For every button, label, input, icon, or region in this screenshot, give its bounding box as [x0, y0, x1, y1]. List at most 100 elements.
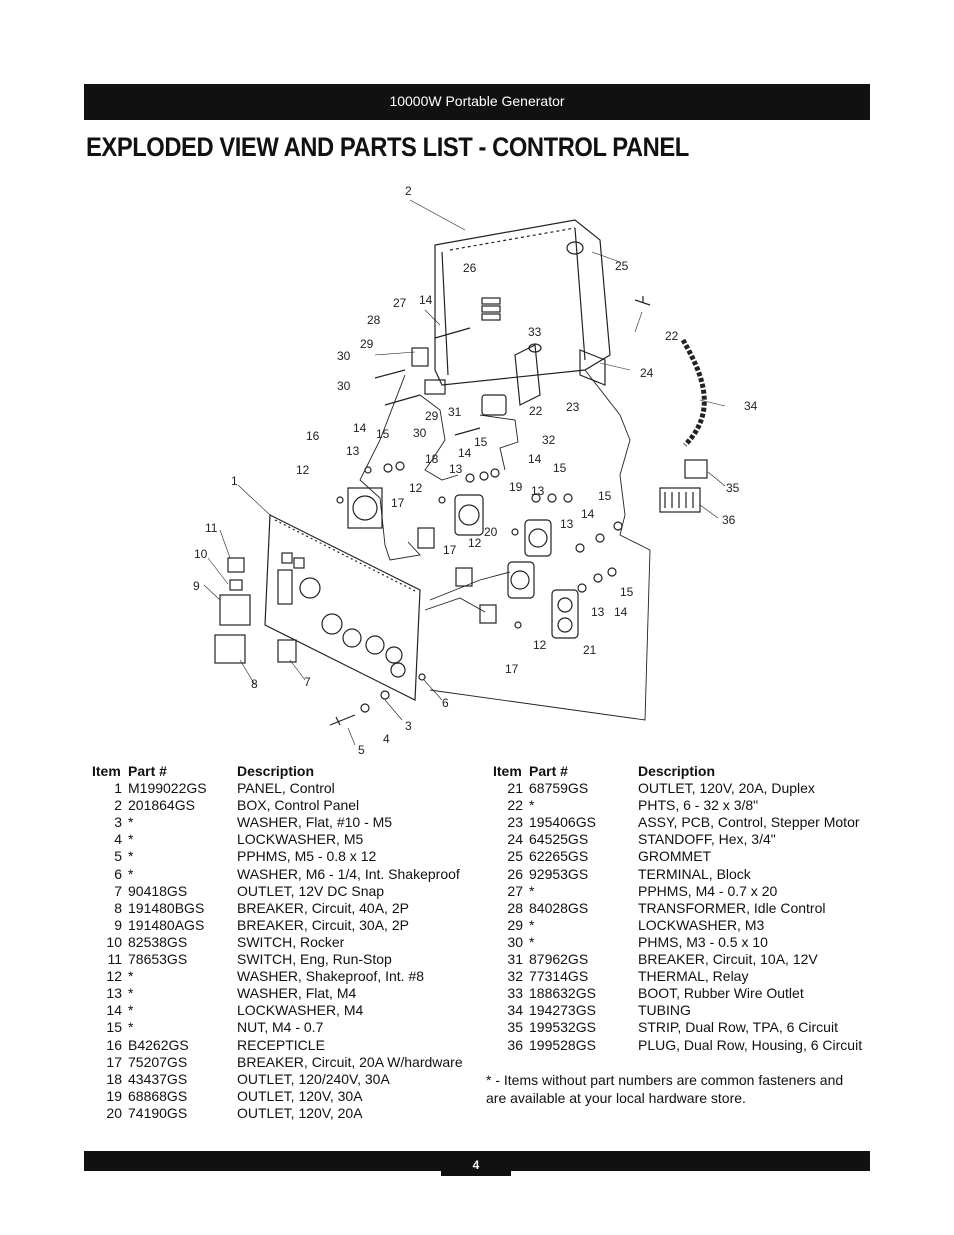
description-cell: BREAKER, Circuit, 30A, 2P [237, 916, 409, 933]
item-cell: 18 [106, 1070, 122, 1087]
description-cell: TUBING [638, 1002, 691, 1019]
part-number-cell: 87962GS [529, 951, 589, 968]
callout-32: 32 [542, 433, 556, 447]
callout-7: 7 [304, 675, 311, 689]
description-cell: STANDOFF, Hex, 3/4" [638, 831, 776, 848]
callout-3: 3 [405, 719, 412, 733]
callout-31: 31 [448, 405, 462, 419]
description-cell: BREAKER, Circuit, 20A W/hardware [237, 1053, 463, 1070]
table-row: 27*PPHMS, M4 - 0.7 x 20 [493, 883, 873, 900]
item-cell: 16 [106, 1036, 122, 1053]
part-number-cell: * [128, 865, 134, 882]
part-number-cell: 195406GS [529, 814, 596, 831]
item-cell: 11 [107, 951, 122, 968]
switch-shape [227, 557, 245, 573]
callout-22b: 22 [529, 404, 543, 418]
part-number-cell: * [529, 916, 535, 933]
callout-14b: 14 [353, 421, 367, 435]
description-cell: OUTLET, 120/240V, 30A [237, 1070, 390, 1087]
plug-shape [659, 487, 701, 513]
callout-15b: 15 [376, 427, 390, 441]
item-cell: 6 [114, 865, 122, 882]
callout-15c: 15 [553, 461, 567, 475]
description-cell: ASSY, PCB, Control, Stepper Motor [638, 814, 860, 831]
description-cell: OUTLET, 12V DC Snap [237, 882, 385, 899]
item-cell: 27 [507, 882, 523, 899]
item-cell: 13 [106, 985, 122, 1002]
header-description: Description [237, 763, 315, 779]
table-row: 12*WASHER, Shakeproof, Int. #8 [92, 968, 472, 985]
item-cell: 26 [507, 865, 523, 882]
callout-15d: 15 [598, 489, 612, 503]
table-row: 14*LOCKWASHER, M4 [92, 1002, 472, 1019]
item-cell: 8 [114, 899, 122, 916]
header-item: Item [92, 763, 121, 779]
callout-14: 14 [419, 293, 433, 307]
part-number-cell: * [128, 968, 134, 985]
item-cell: 32 [507, 968, 523, 985]
part-number-cell: 43437GS [128, 1070, 188, 1087]
description-cell: TRANSFORMER, Idle Control [638, 899, 826, 916]
callout-30: 30 [337, 349, 351, 363]
item-cell: 36 [507, 1036, 523, 1053]
item-cell: 23 [507, 814, 523, 831]
description-cell: WASHER, Flat, #10 - M5 [237, 814, 393, 831]
description-cell: PPHMS, M5 - 0.8 x 12 [237, 848, 377, 865]
item-cell: 30 [507, 933, 523, 950]
table-row: 30*PHMS, M3 - 0.5 x 10 [493, 934, 873, 951]
callout-12: 12 [296, 463, 310, 477]
callout-9: 9 [193, 579, 200, 593]
header-part: Part # [529, 763, 568, 779]
item-cell: 17 [106, 1053, 122, 1070]
tubing-shape [680, 338, 707, 447]
description-cell: TERMINAL, Block [638, 865, 751, 882]
callout-30b: 30 [337, 379, 351, 393]
item-cell: 28 [507, 899, 523, 916]
callout-13c: 13 [531, 484, 545, 498]
header-description: Description [638, 763, 716, 779]
receptacle-shape [347, 487, 383, 529]
description-cell: LOCKWASHER, M4 [237, 1002, 364, 1019]
part-number-cell: 68759GS [529, 780, 589, 797]
part-number-cell: * [529, 882, 535, 899]
control-panel-shape [264, 514, 421, 701]
callout-13b: 13 [449, 462, 463, 476]
callout-13: 13 [346, 444, 360, 458]
callout-5: 5 [358, 743, 365, 757]
item-cell: 4 [114, 831, 122, 848]
table-row: 13*WASHER, Flat, M4 [92, 985, 472, 1002]
header-text: 10000W Portable Generator [389, 93, 565, 109]
item-cell: 33 [507, 985, 523, 1002]
callout-15e: 15 [620, 585, 634, 599]
table-row: 29*LOCKWASHER, M3 [493, 917, 873, 934]
parts-list-header: Item Part # Description [493, 763, 873, 780]
callout-20: 20 [484, 525, 498, 539]
part-number-cell: M199022GS [128, 780, 207, 797]
description-cell: WASHER, Flat, M4 [237, 985, 357, 1002]
callout-17c: 17 [505, 662, 519, 676]
item-cell: 35 [507, 1019, 523, 1036]
callout-36: 36 [722, 513, 736, 527]
callout-28: 28 [367, 313, 381, 327]
callout-35: 35 [726, 481, 740, 495]
callout-29: 29 [360, 337, 374, 351]
callout-34: 34 [744, 399, 758, 413]
callout-14d: 14 [528, 452, 542, 466]
item-cell: 22 [507, 797, 523, 814]
callout-6: 6 [442, 696, 449, 710]
callout-8: 8 [251, 677, 258, 691]
description-cell: BOX, Control Panel [237, 797, 360, 814]
part-number-cell: B4262GS [128, 1036, 189, 1053]
grommet-shape [566, 241, 584, 255]
callout-12c: 12 [468, 536, 482, 550]
callout-17b: 17 [443, 543, 457, 557]
part-number-cell: * [128, 848, 134, 865]
terminal-block-shape [481, 297, 501, 321]
description-cell: OUTLET, 120V, 20A [237, 1104, 363, 1121]
